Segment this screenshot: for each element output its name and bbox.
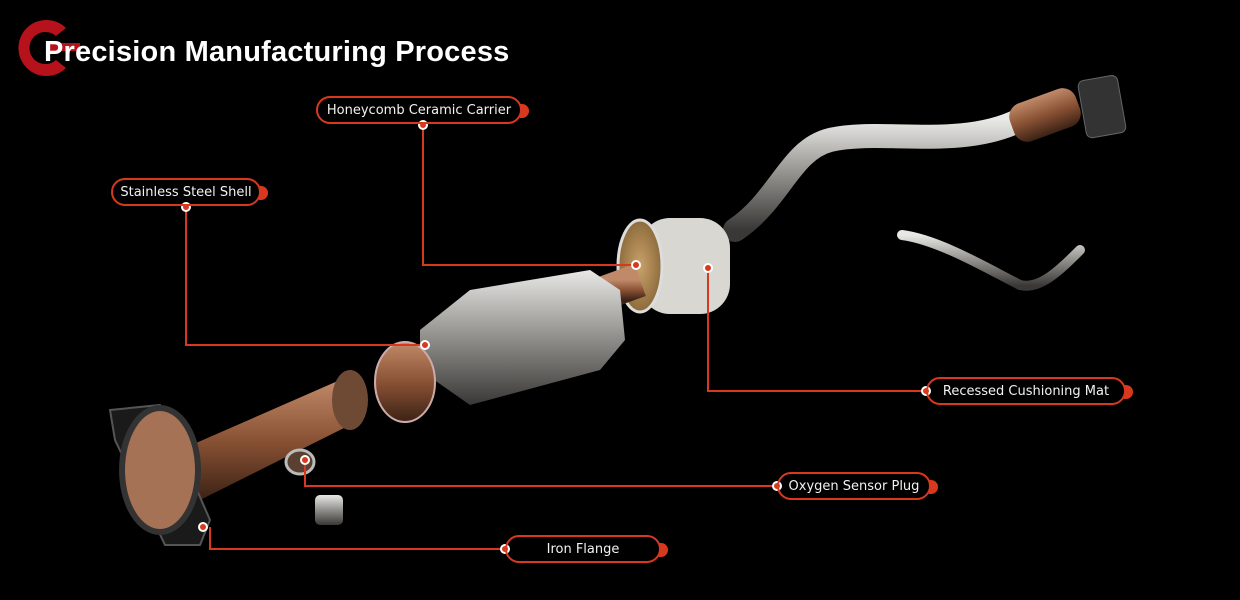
brand-logo-icon [18,20,80,76]
callout-label: Iron Flange [546,541,620,557]
callout-oxygen-sensor-plug: Oxygen Sensor Plug [777,472,938,500]
sensor-boss [284,448,316,476]
front-pipe [180,380,360,500]
converter-shell [420,270,625,405]
callout-recessed-cushioning-mat: Recessed Cushioning Mat [926,377,1133,405]
page-title: Precision Manufacturing Process [44,36,510,68]
rear-flange [1077,75,1127,139]
callout-stainless-steel-shell: Stainless Steel Shell [111,178,268,206]
front-pipe-outlet [332,370,368,430]
rear-pipe [723,108,1032,242]
callout-label: Honeycomb Ceramic Carrier [326,102,512,118]
callout-label: Stainless Steel Shell [120,184,252,200]
shell-inlet [374,341,436,423]
callout-label: Recessed Cushioning Mat [942,383,1110,399]
callout-iron-flange: Iron Flange [505,535,668,563]
bent-tube [897,230,1085,291]
flange-bore [119,405,201,535]
callout-honeycomb-ceramic-carrier: Honeycomb Ceramic Carrier [316,96,529,124]
oxygen-sensor-plug [315,495,343,525]
resonator [1009,88,1081,142]
callout-label: Oxygen Sensor Plug [788,478,920,494]
connector-lines [185,125,926,550]
